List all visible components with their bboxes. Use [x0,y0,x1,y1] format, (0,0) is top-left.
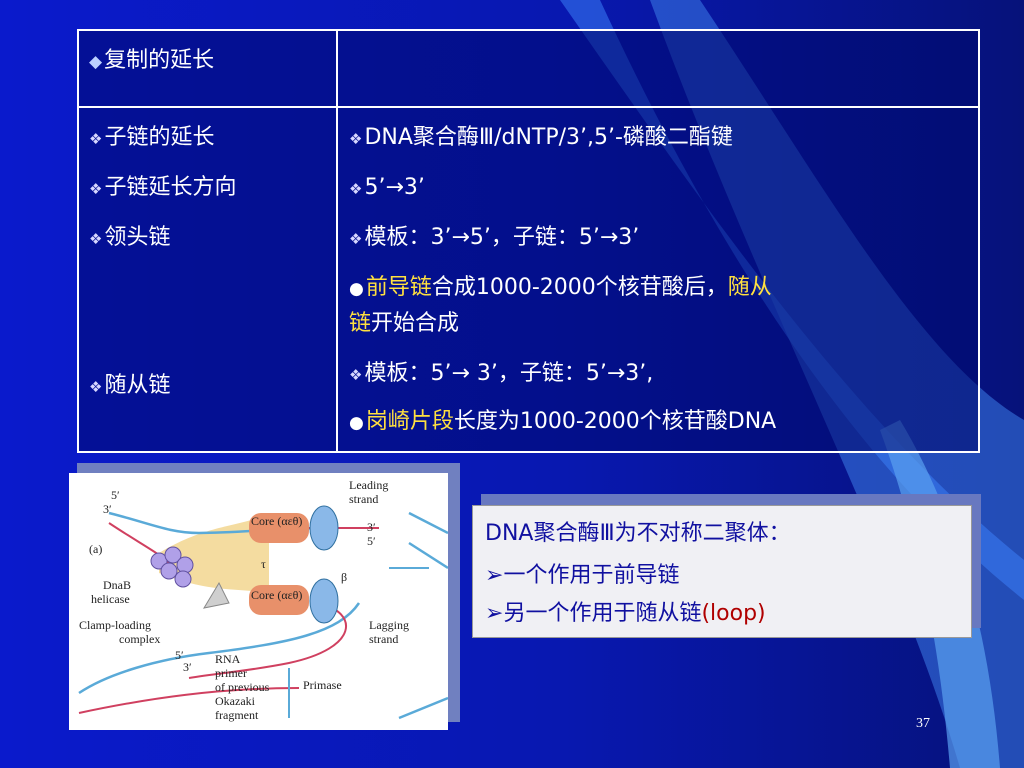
note-line-1: DNA聚合酶Ⅲ为不对称二聚体： [485,521,791,546]
clamp-loader-shape [202,581,230,609]
svg-text:Core (αεθ): Core (αεθ) [251,588,302,602]
svg-text:Clamp-loading: Clamp-loading [79,618,151,632]
svg-text:of previous: of previous [215,680,270,694]
star-bullet-icon: ❖ [349,130,363,148]
right-line-4: ●前导链合成1000-2000个核苷酸后，随从 [349,275,772,300]
table-header-row: ◆复制的延长 [79,31,978,108]
svg-text:3′: 3′ [183,660,192,674]
right-strands [408,511,449,570]
star-bullet-icon: ❖ [89,378,103,396]
svg-text:5′: 5′ [111,488,120,502]
page-number: 37 [916,716,930,731]
helicase-subunit [160,562,178,580]
lagging-template [78,602,361,695]
star-bullet-icon: ❖ [89,180,103,198]
svg-text:5′: 5′ [367,534,376,548]
svg-text:fragment: fragment [215,708,259,722]
left-item-3: ❖领头链 [89,225,171,250]
bottom-right-strand [398,696,449,720]
right-line-5: 链开始合成 [349,311,460,336]
svg-text:τ: τ [261,557,266,571]
helicase-subunit [176,556,194,574]
beta-clamp-top [309,505,339,551]
header-left-cell: ◆复制的延长 [89,48,215,73]
polymerase-note-box: DNA聚合酶Ⅲ为不对称二聚体： ➢一个作用于前导链 ➢另一个作用于随从链(loo… [472,505,972,638]
svg-text:β: β [341,570,347,584]
svg-text:(a): (a) [89,542,102,556]
okazaki-fragment-line [78,687,300,714]
right-line-7: ●岗崎片段长度为1000-2000个核苷酸DNA [349,409,777,434]
star-bullet-icon: ❖ [349,366,363,384]
svg-text:5′: 5′ [175,648,184,662]
diamond-bullet-icon: ◆ [89,52,103,72]
svg-text:Okazaki: Okazaki [215,694,256,708]
note-line-2: ➢一个作用于前导链 [485,563,680,588]
svg-text:3′: 3′ [103,502,112,516]
svg-text:complex: complex [119,632,160,646]
right-line-1: ❖DNA聚合酶Ⅲ/dNTP/3’,5’-磷酸二酯键 [349,125,733,150]
arrow-bullet-icon: ➢ [485,563,504,588]
svg-text:3′: 3′ [367,520,376,534]
content-table: ◆复制的延长 ❖子链的延长 ❖子链延长方向 ❖领头链 ❖随从链 ❖DNA聚合酶Ⅲ… [77,29,980,453]
star-bullet-icon: ❖ [349,180,363,198]
core-polymerase-bottom [249,585,309,615]
note-line-3: ➢另一个作用于随从链(loop) [485,601,766,626]
svg-text:strand: strand [349,492,378,506]
svg-text:helicase: helicase [91,592,130,606]
star-bullet-icon: ❖ [89,230,103,248]
right-line-3: ❖模板：3’→5’，子链：5’→3’ [349,225,640,250]
right-line-2: ❖5’→3’ [349,175,425,200]
svg-text:DnaB: DnaB [103,578,131,592]
star-bullet-icon: ❖ [349,230,363,248]
arrow-bullet-icon: ➢ [485,601,504,626]
lagging-strand-line [188,602,347,679]
svg-text:Leading: Leading [349,478,388,492]
dot-bullet-icon: ● [349,279,364,299]
helicase-subunit [174,570,192,588]
helicase-subunit [164,546,182,564]
svg-text:RNA: RNA [215,652,241,666]
left-item-4: ❖随从链 [89,373,171,398]
dot-bullet-icon: ● [349,413,364,433]
svg-text:strand: strand [369,632,398,646]
svg-text:primer: primer [215,666,247,680]
star-bullet-icon: ❖ [89,130,103,148]
left-item-2: ❖子链延长方向 [89,175,237,200]
core-polymerase-top [249,513,309,543]
right-line-6: ❖模板：5’→ 3’，子链：5’→3’, [349,361,654,386]
table-divider [336,31,338,451]
replication-fork-figure: Leading strand Core (αεθ) Core (αεθ) τ β… [69,473,449,730]
replication-fork-diagram: Leading strand Core (αεθ) Core (αεθ) τ β… [78,478,449,722]
table-body-row: ❖子链的延长 ❖子链延长方向 ❖领头链 ❖随从链 ❖DNA聚合酶Ⅲ/dNTP/3… [79,108,978,451]
svg-text:Primase: Primase [303,678,342,692]
svg-text:Lagging: Lagging [369,618,409,632]
left-item-1: ❖子链的延长 [89,125,215,150]
svg-text:Core (αεθ): Core (αεθ) [251,514,302,528]
beta-clamp-bottom [309,578,339,624]
